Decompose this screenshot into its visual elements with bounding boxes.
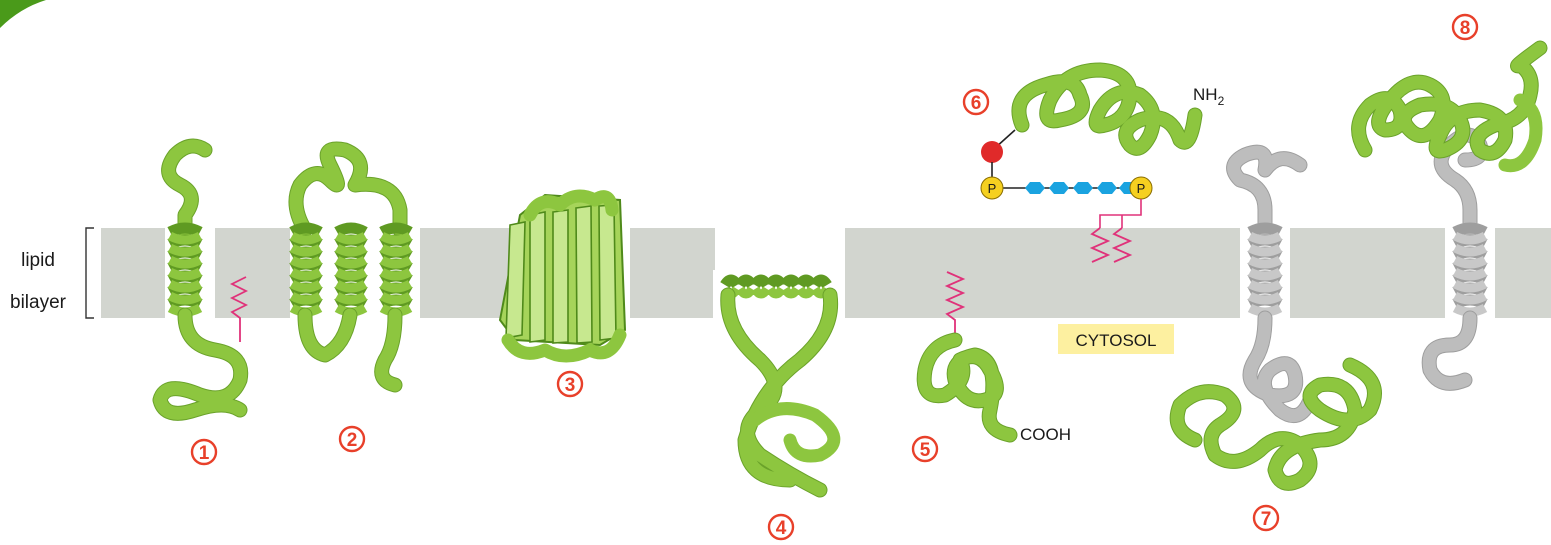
bilayer-label: bilayer <box>10 292 67 313</box>
svg-text:6: 6 <box>971 93 982 114</box>
cytosol-label: CYTOSOL <box>1076 331 1157 350</box>
protein-3 <box>500 195 625 356</box>
marker-7: 7 <box>1254 506 1278 530</box>
protein-8 <box>1359 48 1540 383</box>
marker-3: 3 <box>558 372 582 396</box>
phosphate-right-label: P <box>1137 181 1146 196</box>
anchor-ball <box>981 141 1003 163</box>
corner-wedge <box>0 0 46 28</box>
marker-4: 4 <box>769 515 793 539</box>
marker-6: 6 <box>964 90 988 114</box>
svg-text:4: 4 <box>776 518 787 539</box>
bilayer-bracket <box>86 228 94 318</box>
svg-text:2: 2 <box>347 430 358 451</box>
marker-1: 1 <box>192 440 216 464</box>
lipid-label: lipid <box>21 250 55 271</box>
svg-text:3: 3 <box>565 375 576 396</box>
cooh-label: COOH <box>1020 425 1071 444</box>
nh2-label: NH2 <box>1193 85 1225 108</box>
svg-text:7: 7 <box>1261 509 1272 530</box>
svg-text:5: 5 <box>920 440 931 461</box>
sugar-chain <box>1025 182 1137 194</box>
marker-5: 5 <box>913 437 937 461</box>
svg-text:1: 1 <box>199 443 210 464</box>
protein-2 <box>292 149 410 385</box>
phosphate-left-label: P <box>988 181 997 196</box>
marker-2: 2 <box>340 427 364 451</box>
svg-text:8: 8 <box>1460 18 1471 39</box>
marker-8: 8 <box>1453 15 1477 39</box>
